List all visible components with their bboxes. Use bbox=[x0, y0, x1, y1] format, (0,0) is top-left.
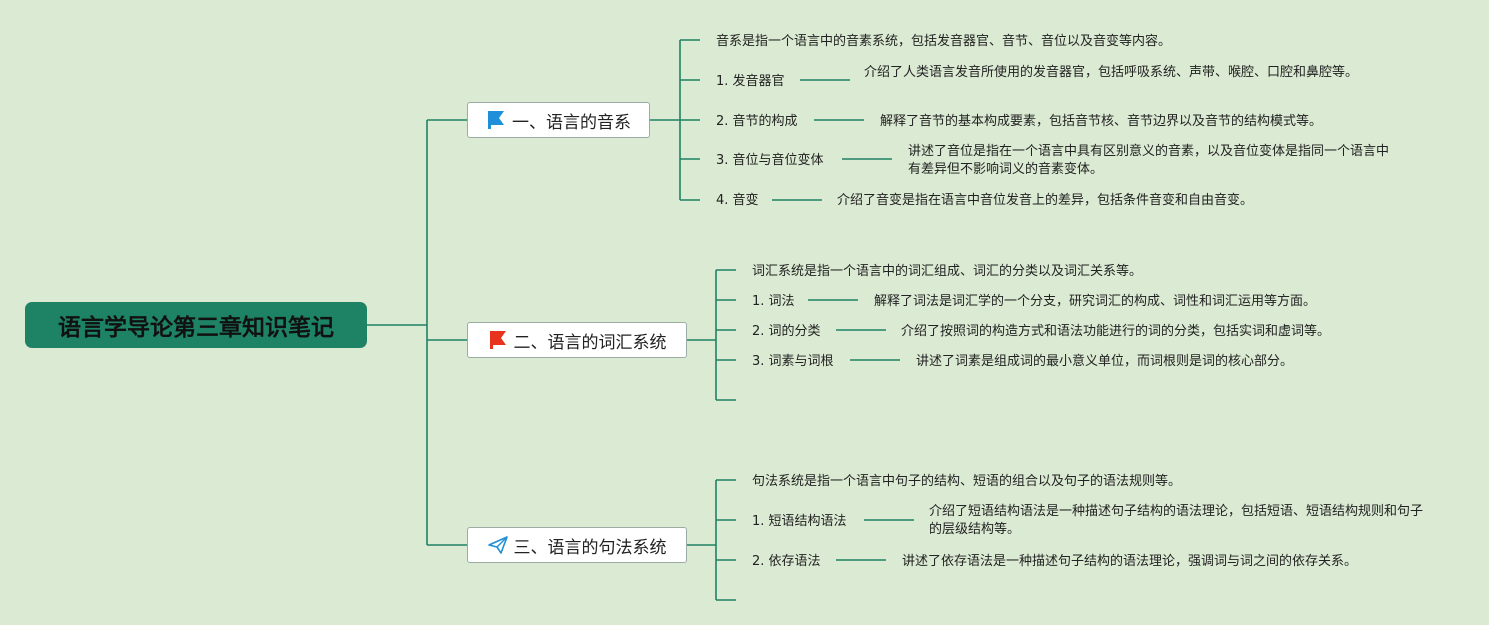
topic-node[interactable]: 1. 短语结构语法 bbox=[752, 514, 847, 529]
description-node[interactable]: 讲述了音位是指在一个语言中具有区别意义的音素，以及音位变体是指同一个语言中有差异… bbox=[908, 144, 1390, 177]
summary-node[interactable]: 词汇系统是指一个语言中的词汇组成、词汇的分类以及词汇关系等。 bbox=[752, 264, 1143, 279]
topic-node[interactable]: 3. 音位与音位变体 bbox=[716, 153, 824, 168]
topic-node[interactable]: 2. 依存语法 bbox=[752, 554, 821, 569]
topic-node[interactable]: 3. 词素与词根 bbox=[752, 354, 834, 369]
description-node[interactable]: 介绍了音变是指在语言中音位发音上的差异，包括条件音变和自由音变。 bbox=[837, 193, 1254, 208]
paper-plane-icon bbox=[487, 535, 508, 555]
branch-phonology[interactable]: 一、语言的音系 bbox=[467, 102, 650, 138]
root-topic[interactable]: 语言学导论第三章知识笔记 bbox=[25, 302, 367, 348]
summary-node[interactable]: 句法系统是指一个语言中句子的结构、短语的组合以及句子的语法规则等。 bbox=[752, 474, 1182, 489]
branch-label: 三、语言的句法系统 bbox=[513, 537, 667, 558]
branch-vocabulary[interactable]: 二、语言的词汇系统 bbox=[467, 322, 687, 358]
description-node[interactable]: 解释了词法是词汇学的一个分支，研究词汇的构成、词性和词汇运用等方面。 bbox=[874, 294, 1317, 309]
description-node[interactable]: 讲述了依存语法是一种描述句子结构的语法理论，强调词与词之间的依存关系。 bbox=[902, 554, 1358, 569]
red-flag-icon bbox=[488, 330, 508, 350]
description-node[interactable]: 介绍了按照词的构造方式和语法功能进行的词的分类，包括实词和虚词等。 bbox=[901, 324, 1331, 339]
summary-node[interactable]: 音系是指一个语言中的音素系统，包括发音器官、音节、音位以及音变等内容。 bbox=[716, 34, 1172, 49]
description-node[interactable]: 介绍了短语结构语法是一种描述句子结构的语法理论，包括短语、短语结构规则和句子的层… bbox=[929, 504, 1424, 537]
branch-syntax[interactable]: 三、语言的句法系统 bbox=[467, 527, 687, 563]
blue-flag-icon bbox=[486, 110, 506, 130]
branch-label: 二、语言的词汇系统 bbox=[513, 332, 667, 353]
description-node[interactable]: 介绍了人类语言发音所使用的发音器官，包括呼吸系统、声带、喉腔、口腔和鼻腔等。 bbox=[864, 65, 1359, 80]
description-node[interactable]: 讲述了词素是组成词的最小意义单位，而词根则是词的核心部分。 bbox=[916, 354, 1294, 369]
topic-node[interactable]: 4. 音变 bbox=[716, 193, 759, 208]
topic-node[interactable]: 1. 词法 bbox=[752, 294, 795, 309]
description-node[interactable]: 解释了音节的基本构成要素，包括音节核、音节边界以及音节的结构模式等。 bbox=[880, 114, 1323, 129]
topic-node[interactable]: 1. 发音器官 bbox=[716, 74, 785, 89]
branch-label: 一、语言的音系 bbox=[512, 112, 631, 133]
topic-node[interactable]: 2. 词的分类 bbox=[752, 324, 821, 339]
topic-node[interactable]: 2. 音节的构成 bbox=[716, 114, 798, 129]
